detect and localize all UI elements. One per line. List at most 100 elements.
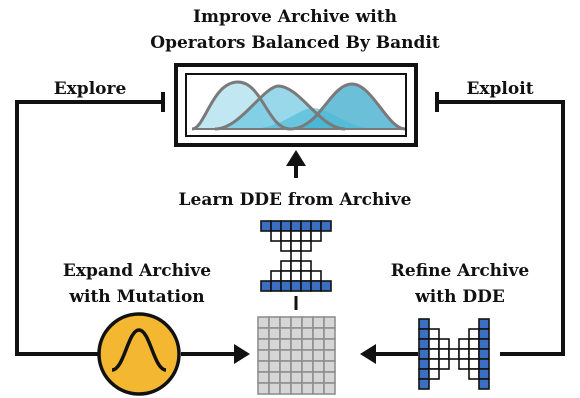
archive-cell	[257, 316, 270, 329]
archive-cell	[279, 338, 292, 351]
archive-cell	[312, 338, 325, 351]
archive-cell	[279, 316, 292, 329]
network-neuron	[478, 358, 490, 370]
network-neuron	[280, 240, 292, 252]
grid-archive-icon	[257, 316, 336, 395]
network-neuron	[428, 348, 440, 360]
network-neuron	[458, 358, 470, 370]
archive-cell	[323, 327, 336, 340]
overlapping-gaussian-curves-icon	[191, 80, 406, 131]
archive-cell	[279, 327, 292, 340]
network-neuron	[428, 358, 440, 370]
network-neuron	[320, 220, 332, 232]
network-neuron	[418, 328, 430, 340]
network-neuron	[300, 220, 312, 232]
network-neuron	[300, 270, 312, 282]
hourglass-network-icon	[260, 220, 332, 292]
network-neuron	[300, 240, 312, 252]
network-neuron	[280, 230, 292, 242]
network-neuron	[478, 338, 490, 350]
network-neuron	[300, 280, 312, 292]
learn-arrow	[286, 150, 306, 178]
archive-cell	[290, 382, 303, 395]
archive-cell	[268, 327, 281, 340]
network-neuron	[310, 270, 322, 282]
network-neuron	[468, 368, 480, 380]
refine-label-line-2: with DDE	[415, 287, 505, 307]
archive-cell	[257, 360, 270, 373]
archive-cell	[268, 371, 281, 384]
archive-cell	[290, 316, 303, 329]
archive-cell	[268, 349, 281, 362]
network-neuron	[300, 260, 312, 272]
network-neuron	[418, 358, 430, 370]
gaussian-bell-icon	[97, 312, 181, 396]
network-neuron	[458, 338, 470, 350]
archive-cell	[312, 327, 325, 340]
network-neuron	[290, 250, 302, 262]
refine-label-line-1: Refine Archive	[390, 261, 530, 281]
archive-cell	[290, 327, 303, 340]
archive-cell	[268, 338, 281, 351]
title-line-2: Operators Balanced By Bandit	[150, 33, 440, 53]
archive-cell	[312, 371, 325, 384]
network-neuron	[468, 328, 480, 340]
network-neuron	[290, 240, 302, 252]
network-neuron	[418, 348, 430, 360]
expand-label-line-2: with Mutation	[69, 287, 205, 307]
archive-cell	[323, 338, 336, 351]
archive-cell	[257, 371, 270, 384]
archive-cell	[312, 360, 325, 373]
archive-cell	[279, 360, 292, 373]
network-neuron	[438, 358, 450, 370]
network-neuron	[418, 378, 430, 390]
network-neuron	[438, 338, 450, 350]
archive-cell	[323, 316, 336, 329]
network-neuron	[280, 270, 292, 282]
network-neuron	[280, 220, 292, 232]
archive-cell	[257, 382, 270, 395]
network-neuron	[260, 220, 272, 232]
archive-cell	[290, 371, 303, 384]
network-neuron	[310, 220, 322, 232]
exploit-path	[360, 92, 565, 364]
network-neuron	[478, 318, 490, 330]
network-neuron	[270, 230, 282, 242]
network-neuron	[428, 368, 440, 380]
archive-cell	[290, 349, 303, 362]
expand-label-line-1: Expand Archive	[62, 261, 212, 281]
network-neuron	[260, 280, 272, 292]
network-neuron	[290, 230, 302, 242]
archive-cell	[290, 360, 303, 373]
network-neuron	[428, 338, 440, 350]
archive-cell	[301, 360, 314, 373]
archive-cell	[257, 338, 270, 351]
archive-cell	[312, 316, 325, 329]
network-neuron	[280, 280, 292, 292]
network-neuron	[418, 318, 430, 330]
network-neuron	[478, 378, 490, 390]
network-neuron	[310, 280, 322, 292]
archive-cell	[301, 382, 314, 395]
explore-label: Explore	[53, 79, 127, 99]
archive-cell	[301, 327, 314, 340]
title-line-1: Improve Archive with	[193, 7, 397, 27]
archive-cell	[323, 360, 336, 373]
archive-cell	[323, 349, 336, 362]
archive-cell	[323, 371, 336, 384]
exploit-label: Exploit	[466, 79, 534, 99]
network-neuron	[418, 368, 430, 380]
learn-label: Learn DDE from Archive	[178, 190, 412, 210]
network-neuron	[290, 220, 302, 232]
archive-cell	[279, 349, 292, 362]
network-neuron	[428, 328, 440, 340]
network-neuron	[290, 260, 302, 272]
hourglass-network-icon	[418, 318, 490, 390]
network-neuron	[320, 280, 332, 292]
network-neuron	[468, 358, 480, 370]
archive-cell	[312, 382, 325, 395]
network-neuron	[418, 338, 430, 350]
archive-cell	[268, 382, 281, 395]
archive-cell	[257, 327, 270, 340]
